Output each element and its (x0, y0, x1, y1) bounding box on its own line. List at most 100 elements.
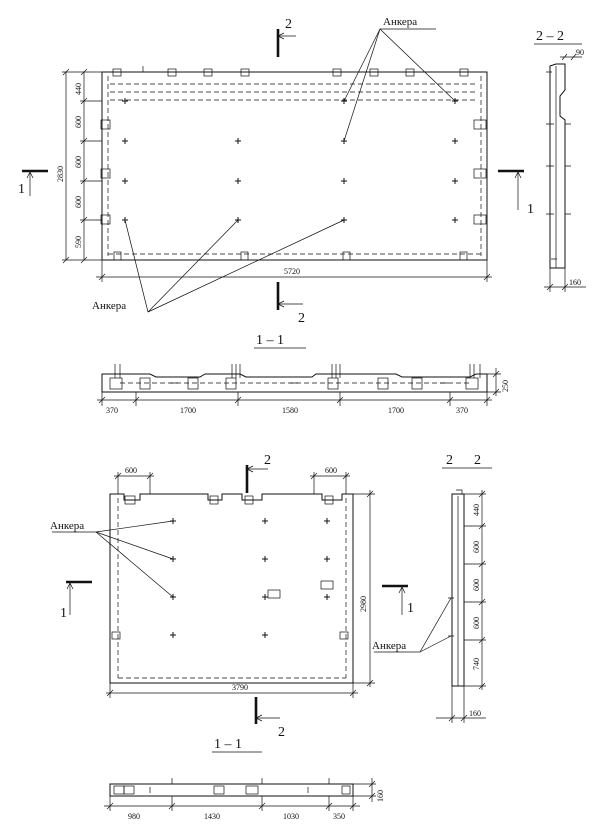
anchor-box (377, 377, 389, 390)
section-arrowhead (246, 465, 254, 473)
section-number: 2 (298, 311, 305, 326)
leader-line (124, 219, 149, 313)
section-anchors (113, 778, 351, 795)
dim-section-height: 160 (376, 790, 385, 802)
panel-2-anchors (170, 518, 330, 638)
dim-seg: 1580 (282, 406, 298, 415)
section-arrowhead (26, 171, 34, 179)
anchor-cross (452, 217, 458, 223)
loop (324, 495, 334, 505)
section-arrowhead (66, 582, 74, 590)
dim-seg: 980 (128, 812, 140, 821)
loop (459, 68, 469, 77)
dim-side-bottom: 160 (469, 709, 481, 718)
anchor-cross (122, 98, 128, 104)
dim-ext (353, 783, 376, 797)
dim-ticks (546, 283, 569, 291)
anchor-label: Анкера (50, 520, 84, 532)
loop (473, 214, 487, 225)
panel-2-plan: Анкера 2 2 1 1 600 (50, 453, 414, 740)
dim-row: 600 (472, 541, 481, 553)
panel-2-side-view: 2 2 440 600 600 600 740 Анкера 160 (372, 453, 492, 723)
loop (459, 251, 468, 261)
loop (405, 68, 415, 77)
section-title: 1 – 1 (256, 333, 284, 348)
anchor-cross (452, 178, 458, 184)
panel-1-section-marks: 2 2 1 1 (18, 17, 534, 326)
dim-row: 590 (74, 236, 83, 248)
loop (342, 251, 351, 261)
dim-row: 600 (472, 579, 481, 591)
anchor-cross (235, 138, 241, 144)
section-number: 2 (278, 725, 285, 740)
anchor-cross (324, 594, 330, 600)
anchor-cross (122, 178, 128, 184)
section-number: 1 (60, 606, 67, 621)
loop (209, 495, 219, 505)
side-view-title-left: 2 (446, 453, 453, 468)
dim-ticks (492, 370, 500, 396)
anchor-box (327, 377, 339, 390)
panel-2-loops (111, 495, 349, 640)
panel-1-dimensions: 2830 440 600 600 600 590 5720 (56, 68, 492, 282)
panel-1-outline (101, 71, 488, 261)
section-arrowhead (398, 586, 406, 594)
section-arrowhead (255, 714, 263, 722)
leader-line (95, 531, 174, 560)
anchor-box (123, 785, 135, 795)
anchor-box (213, 785, 225, 795)
section-number: 2 (264, 453, 271, 468)
dim-ticks (106, 689, 357, 697)
anchor-cross (324, 556, 330, 562)
dim-seg: 1700 (180, 406, 196, 415)
dim-ext (487, 373, 501, 393)
section-arrowhead (514, 171, 522, 179)
dim-seg: 370 (456, 406, 468, 415)
dim-top-right: 600 (325, 466, 337, 475)
panel-2-dimensions: 600 600 3790 2980 (106, 466, 375, 698)
dim-ext (451, 686, 465, 723)
anchor-cross (262, 556, 268, 562)
panel-1-leaders (124, 28, 456, 313)
dim-ticks (98, 396, 491, 404)
loop (111, 631, 121, 640)
loop (100, 168, 111, 179)
panel-2-side-leaders (374, 597, 452, 653)
leader-line (343, 28, 381, 102)
anchor-plate (320, 580, 334, 590)
dim-ext (101, 392, 488, 406)
anchor-cross (122, 138, 128, 144)
leader-line (343, 28, 381, 142)
dim-seg: 370 (106, 406, 118, 415)
loop (240, 68, 250, 77)
side-loops (448, 489, 463, 637)
dim-row: 440 (74, 83, 83, 95)
panel-1-section: 1 – 1 370 1700 1580 1700 370 250 (97, 333, 510, 415)
panel-2-section: 1 – 1 980 1430 1030 350 160 (104, 737, 385, 821)
section-body (101, 373, 488, 393)
dim-side-top: 90 (576, 48, 584, 57)
dim-ext (109, 683, 354, 698)
leader-line (95, 520, 174, 533)
anchor-cross (235, 178, 241, 184)
section-number: 1 (18, 182, 25, 197)
dim-seg: 1030 (283, 812, 299, 821)
dim-ext (464, 493, 486, 687)
section-number: 1 (527, 202, 534, 217)
dim-ext (353, 493, 375, 684)
anchor-box (411, 377, 423, 390)
anchor-box (465, 377, 479, 390)
panel-2-section-marks: 2 2 1 1 (60, 453, 414, 740)
dim-top-left: 600 (125, 466, 137, 475)
dim-ticks (366, 490, 374, 687)
loop-stubs (149, 778, 330, 793)
dim-ticks (448, 714, 468, 722)
dim-width: 5720 (284, 267, 300, 276)
loop (100, 119, 111, 130)
loop (100, 214, 111, 225)
dim-section-height: 250 (501, 380, 510, 392)
loop (369, 68, 379, 77)
leader-line (419, 635, 452, 653)
anchor-box (225, 377, 237, 390)
